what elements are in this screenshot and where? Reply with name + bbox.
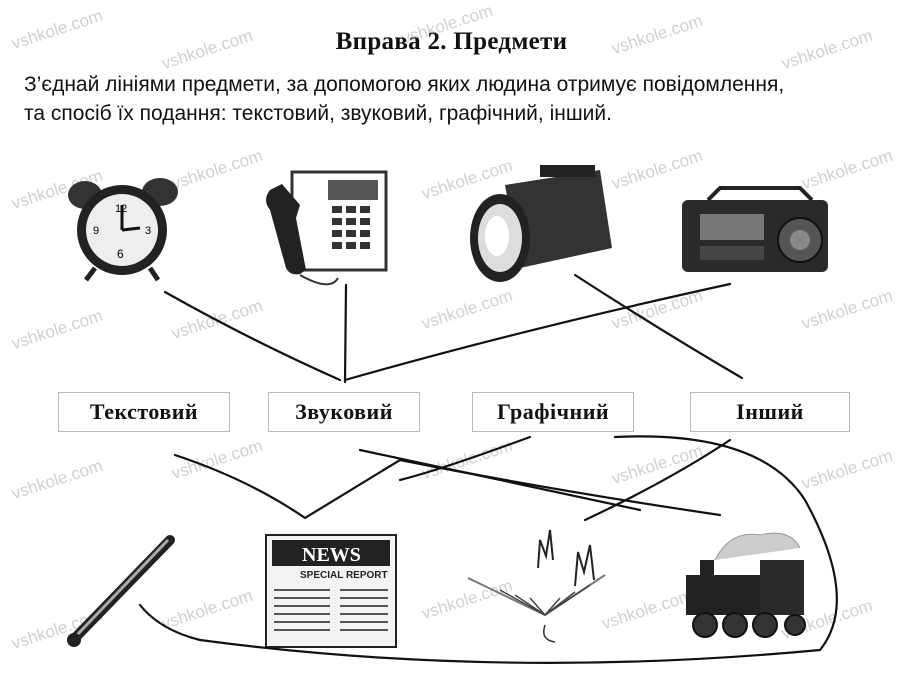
steam-locomotive-icon <box>686 532 806 638</box>
newspaper-subhead: SPECIAL REPORT <box>300 570 388 581</box>
clock-number-9: 9 <box>93 225 99 237</box>
newspaper-icon: NEWS SPECIAL REPORT <box>265 534 397 648</box>
newspaper-headline: NEWS <box>302 544 361 566</box>
answer-lines <box>138 273 838 664</box>
answer-line <box>343 282 732 382</box>
exercise-instruction: З’єднай лініями предмети, за допомогою я… <box>24 70 894 128</box>
exercise-title: Вправа 2. Предмети <box>335 28 568 55</box>
category-graphic: Графічний <box>472 392 634 432</box>
instruction-line-1: З’єднай лініями предмети, за допомогою я… <box>24 73 785 96</box>
thermometer-icon <box>67 535 175 647</box>
answer-line <box>163 290 342 382</box>
category-other: Інший <box>690 392 850 432</box>
radio-cassette-player-icon <box>682 186 828 272</box>
category-sound: Звуковий <box>268 392 420 432</box>
seismograph-icon <box>467 529 606 643</box>
answer-line <box>583 438 732 522</box>
answer-line <box>398 435 532 482</box>
flashlight-icon <box>470 165 612 282</box>
clock-number-3: 3 <box>145 225 151 237</box>
category-textual: Текстовий <box>58 392 230 432</box>
answer-line <box>573 273 744 380</box>
answer-line <box>343 283 348 384</box>
telephone-icon <box>266 170 388 286</box>
instruction-line-2: та спосіб їх подання: текстовий, звукови… <box>24 102 612 125</box>
clock-number-6: 6 <box>117 247 124 261</box>
answer-line <box>138 435 838 664</box>
alarm-clock-icon: 12 9 3 6 <box>68 178 178 282</box>
clock-number-12: 12 <box>115 203 127 215</box>
answer-line <box>358 448 642 512</box>
